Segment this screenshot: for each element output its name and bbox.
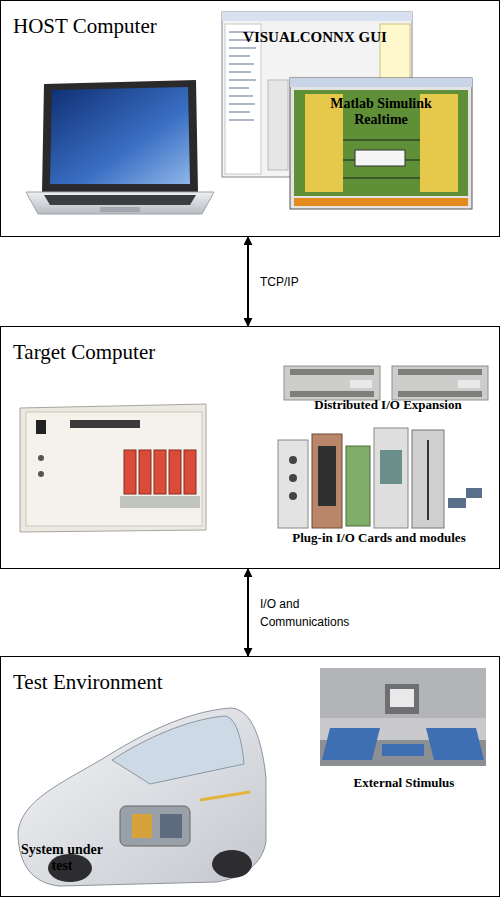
io-expansion-modules <box>284 366 488 400</box>
band-heading: Test Environment <box>13 670 163 695</box>
caption-label: External Stimulus <box>318 776 490 791</box>
bidirectional-arrow <box>247 237 249 326</box>
simulink-screenshot <box>290 78 472 209</box>
target-computer-illustration <box>20 404 206 532</box>
car-illustration <box>18 708 266 886</box>
band-heading: HOST Computer <box>13 14 157 39</box>
caption-label: VISUALCONNX GUI <box>240 29 390 46</box>
caption-label: Matlab Simulink Realtime <box>318 96 444 128</box>
caption-label: System under test <box>20 842 104 874</box>
bidirectional-arrow <box>247 569 249 656</box>
edge-label: I/O and Communications <box>258 594 367 632</box>
band-heading: Target Computer <box>13 340 155 365</box>
edge-label: TCP/IP <box>258 272 301 292</box>
caption-label: Plug-in I/O Cards and modules <box>268 531 490 546</box>
io-cards <box>278 428 482 528</box>
test-rig-photo <box>320 668 486 766</box>
laptop-illustration <box>26 80 214 214</box>
caption-label: Distributed I/O Expansion <box>280 398 496 413</box>
